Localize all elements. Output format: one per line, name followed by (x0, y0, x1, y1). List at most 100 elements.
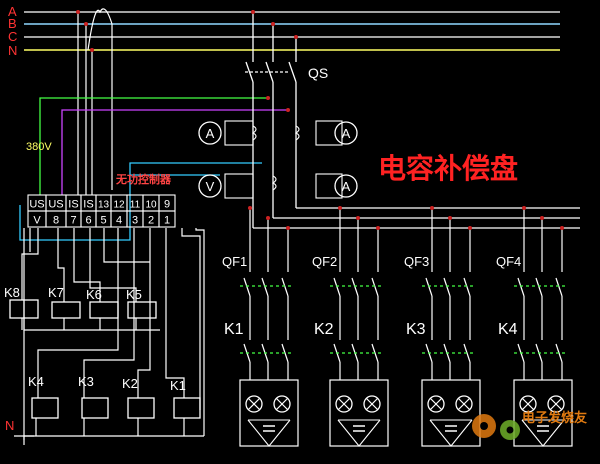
relay-wiring (14, 228, 205, 445)
bus-b-label: B (8, 16, 17, 31)
breaker-blade (333, 277, 341, 297)
ammeter-label: A (342, 179, 351, 194)
node (271, 22, 275, 26)
relay-label: K5 (126, 287, 142, 302)
controller-terminal-bottom-label: 1 (164, 215, 170, 227)
controller-terminal-bottom-label: 3 (132, 215, 138, 227)
node (76, 10, 80, 14)
breaker-blade (351, 277, 359, 297)
watermark-logo (472, 414, 520, 440)
bus-lines (24, 11, 560, 51)
node (266, 216, 270, 220)
bus-a-label: A (8, 4, 17, 19)
breaker-blade (243, 277, 251, 297)
distribution-bus (253, 207, 580, 229)
node (84, 22, 88, 26)
contactor-label: K1 (224, 321, 244, 338)
watermark-text: 电子发烧友 (522, 410, 587, 425)
breaker-label: QF3 (404, 254, 429, 269)
node (560, 226, 564, 230)
ammeter-label: A (342, 126, 351, 141)
relay-coil-k3 (81, 397, 109, 419)
capacitor-enclosure (421, 379, 481, 447)
bus-n-label: N (8, 43, 17, 58)
relay-coils-upper (9, 299, 157, 319)
relay-coil-k6 (89, 301, 119, 319)
magenta-voltage-wire (61, 109, 288, 195)
relay-label: K1 (170, 378, 186, 393)
neutral-bottom-label: N (5, 418, 14, 433)
contactor-label: K4 (498, 321, 518, 338)
ammeter-label: A (206, 126, 215, 141)
node (286, 226, 290, 230)
capacitor-delta (247, 419, 291, 447)
node (338, 206, 342, 210)
panel-title: 电容补偿盘 (378, 152, 518, 184)
ammeter-right-top (294, 120, 358, 146)
breaker-blade (535, 277, 543, 297)
ammeter-left-top (198, 120, 257, 146)
ammeter-right-bottom (271, 173, 358, 199)
cyan-ct-wire (19, 162, 262, 241)
controller-terminal-bottom-label: V (33, 215, 41, 227)
node (540, 216, 544, 220)
node (430, 206, 434, 210)
node (522, 206, 526, 210)
breaker-blade (371, 277, 379, 297)
voltmeter-label: V (206, 179, 215, 194)
controller-title: 无功控制器 (115, 172, 172, 186)
contactor-label: K2 (314, 321, 334, 338)
relay-label: K2 (122, 376, 138, 391)
relay-coils-lower (31, 397, 201, 419)
voltmeter-left (198, 173, 254, 199)
node (376, 226, 380, 230)
relay-coil-k4 (31, 397, 59, 419)
indicator-lamp-icon (273, 395, 291, 413)
node (248, 206, 252, 210)
capacitor-delta (521, 419, 565, 447)
node (286, 108, 290, 112)
relay-label: K6 (86, 287, 102, 302)
node (468, 226, 472, 230)
capacitor-enclosure (239, 379, 299, 447)
breaker-blade (281, 277, 289, 297)
indicator-lamp-icon (335, 395, 353, 413)
relay-label: K7 (48, 285, 64, 300)
controller-terminal-bottom (158, 210, 176, 228)
controller-terminal-bottom-label: 8 (53, 215, 59, 227)
node (356, 216, 360, 220)
indicator-lamp-icon (427, 395, 445, 413)
relay-label: K4 (28, 374, 44, 389)
node (251, 10, 255, 14)
controller-terminal-bottom-label: 4 (116, 215, 122, 227)
indicator-lamp-icon (245, 395, 263, 413)
node (266, 96, 270, 100)
controller-supply-wires (77, 8, 113, 195)
breaker-blade (443, 277, 451, 297)
controller-terminal-bottom-label: 5 (100, 215, 106, 227)
contactor-label: K3 (406, 321, 426, 338)
capacitor-enclosure (329, 379, 389, 447)
controller-terminal-bottom-label: 7 (70, 215, 76, 227)
node (90, 48, 94, 52)
breaker-blade (517, 277, 525, 297)
controller-terminal-top-label: US (48, 199, 63, 211)
indicator-lamp-icon (363, 395, 381, 413)
breaker-blade (261, 277, 269, 297)
breaker-blade (463, 277, 471, 297)
controller-terminal-bottom-label: 2 (148, 215, 154, 227)
controller-terminal-top-label: 9 (164, 199, 170, 211)
relay-coil-k7 (51, 301, 81, 319)
node (448, 216, 452, 220)
controller-terminal-top-label: IS (83, 199, 93, 211)
green-voltage-wire (39, 97, 268, 195)
breaker-label: QF2 (312, 254, 337, 269)
